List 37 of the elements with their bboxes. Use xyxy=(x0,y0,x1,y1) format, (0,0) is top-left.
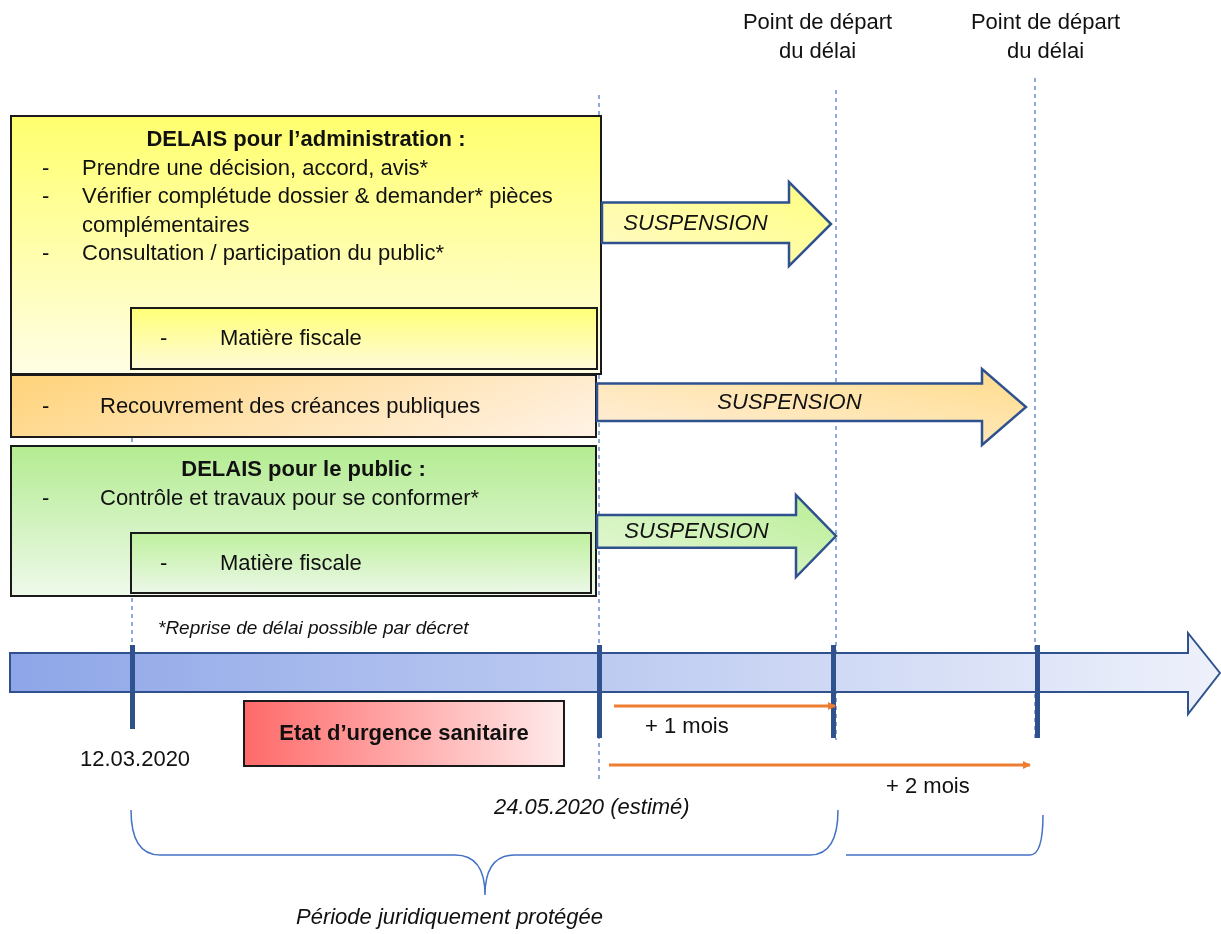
footnote: *Reprise de délai possible par décret xyxy=(158,616,469,640)
date-label: 12.03.2020 xyxy=(80,745,191,773)
block-arrow xyxy=(600,179,833,269)
list-dash: - xyxy=(42,153,50,182)
caption-text: Période juridiquement protégée xyxy=(296,903,603,931)
list-item: Matière fiscale xyxy=(220,325,362,351)
list-dash: - xyxy=(160,548,168,577)
list-item: Recouvrement des créances publiques xyxy=(100,392,481,418)
milestone-label: Point de départ du délai xyxy=(741,8,894,65)
task-box xyxy=(130,307,598,370)
task-box xyxy=(10,445,597,597)
date-label: 24.05.2020 (estimé) xyxy=(494,793,690,821)
list-item: Vérifier complétude dossier & demander* pièces complémentaires xyxy=(82,183,553,237)
heading: DELAIS pour le public : xyxy=(180,455,427,483)
milestone-label: Point de départ du délai xyxy=(969,8,1122,65)
list-item: Matière fiscale xyxy=(220,549,362,575)
box-text: Etat d’urgence sanitaire xyxy=(279,719,529,748)
list-dash: - xyxy=(42,483,50,512)
edge-label: SUSPENSION xyxy=(717,389,862,416)
duration-label: + 1 mois xyxy=(645,712,729,740)
edge-label: SUSPENSION xyxy=(624,518,769,545)
block-arrow xyxy=(595,366,1028,448)
heading: DELAIS pour l’administration : xyxy=(145,125,467,153)
period-box xyxy=(243,700,565,767)
edge-label: SUSPENSION xyxy=(623,209,768,236)
list-item: Contrôle et travaux pour se conformer* xyxy=(100,484,480,510)
task-box xyxy=(10,374,597,438)
block-arrow xyxy=(595,491,838,581)
list-item: Prendre une décision, accord, avis* xyxy=(82,154,429,180)
list-dash: - xyxy=(42,239,50,268)
list-dash: - xyxy=(160,324,168,353)
list-dash: - xyxy=(42,182,50,211)
list-item: Consultation / participation du public* xyxy=(82,240,444,266)
task-box xyxy=(10,115,602,375)
list-dash: - xyxy=(42,391,50,420)
task-box xyxy=(130,532,592,594)
duration-label: + 2 mois xyxy=(886,772,970,800)
